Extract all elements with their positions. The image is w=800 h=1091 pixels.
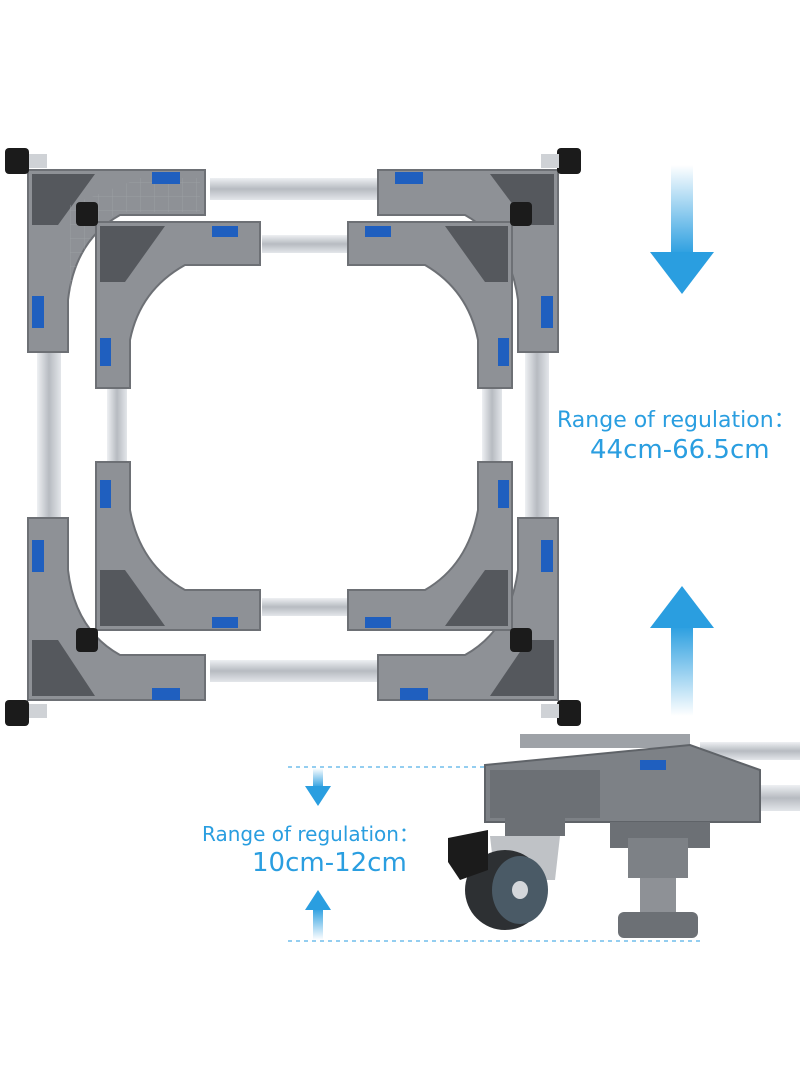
inner-frame [76,202,532,652]
inner-rod-bottom [262,598,350,616]
arrow-down-icon [650,165,714,294]
outer-frame [5,148,581,726]
inner-wheel-top-left [76,202,98,226]
outer-rod-right [525,350,549,520]
inner-corner-bottom-right [347,461,513,631]
wheel-top-right [541,148,581,174]
inner-wheel-bottom-left [76,628,98,652]
wheel-bottom-right [541,700,581,726]
height-range-label: Range of regulation： [202,822,419,846]
width-range-value: 44cm-66.5cm [590,435,770,465]
outer-corner-top-left [27,169,206,353]
small-arrow-down-icon [305,768,331,806]
outer-rod-bottom [210,660,378,682]
outer-rod-top [210,178,378,200]
inner-wheel-top-right [510,202,532,226]
outer-rod-left [37,350,61,520]
side-view [288,734,800,942]
width-range-label: Range of regulation： [557,408,796,433]
wheel-top-left [5,148,47,174]
inner-wheel-bottom-right [510,628,532,652]
inner-corner-top-left [95,221,261,389]
inner-rod-right [482,385,502,465]
wheel-bottom-left [5,700,47,726]
inner-rod-top [262,235,350,253]
inner-corner-top-right [347,221,513,389]
inner-corner-bottom-left [95,461,261,631]
inner-rod-left [107,385,127,465]
small-arrow-up-icon [305,890,331,940]
height-range-value: 10cm-12cm [252,848,407,878]
inner-wheels [76,202,532,652]
arrow-up-icon [650,586,714,716]
